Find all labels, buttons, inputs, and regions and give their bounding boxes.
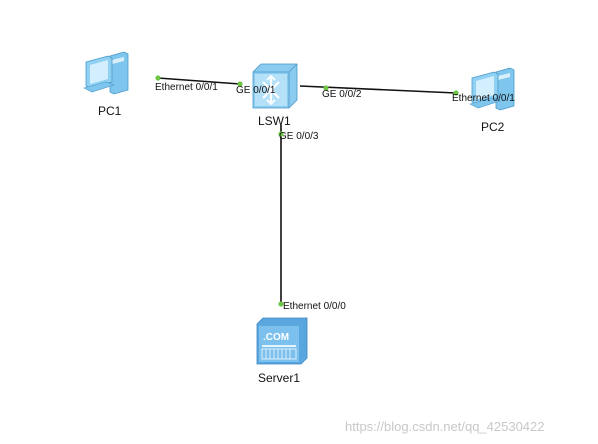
- pc1-device[interactable]: PC1: [83, 51, 129, 118]
- port-dot-lsw1-ge2: [323, 85, 329, 91]
- pc-icon: [469, 67, 515, 111]
- port-label-lsw1-ge1: GE 0/0/1: [236, 85, 276, 96]
- port-dot-lsw1-ge3: [278, 131, 284, 137]
- server-icon: .COM: [256, 317, 308, 365]
- port-label-server-eth: Ethernet 0/0/0: [283, 301, 346, 312]
- pc1-label: PC1: [98, 104, 122, 118]
- port-dot-pc1: [155, 75, 161, 81]
- port-label-lsw1-ge3: GE 0/0/3: [279, 131, 319, 142]
- server1-device[interactable]: .COM Server1: [256, 317, 308, 385]
- pc2-device[interactable]: PC2: [469, 67, 515, 134]
- lsw1-label: LSW1: [258, 114, 291, 128]
- port-label-pc2-eth: Ethernet 0/0/1: [452, 93, 515, 104]
- watermark-text: https://blog.csdn.net/qq_42530422: [345, 419, 545, 434]
- link-pc1-lsw1[interactable]: [157, 77, 241, 85]
- port-dot-lsw1-ge1: [237, 81, 243, 87]
- pc2-label: PC2: [481, 120, 505, 134]
- port-dot-pc2: [453, 90, 459, 96]
- switch-icon: [252, 63, 298, 109]
- port-label-lsw1-ge2: GE 0/0/2: [322, 89, 362, 100]
- server-badge: .COM: [263, 332, 289, 343]
- port-label-pc1-eth: Ethernet 0/0/1: [155, 82, 218, 93]
- lsw1-device[interactable]: LSW1: [252, 63, 298, 128]
- port-dot-server1: [278, 301, 284, 307]
- pc-icon: [83, 51, 129, 95]
- server1-label: Server1: [258, 371, 300, 385]
